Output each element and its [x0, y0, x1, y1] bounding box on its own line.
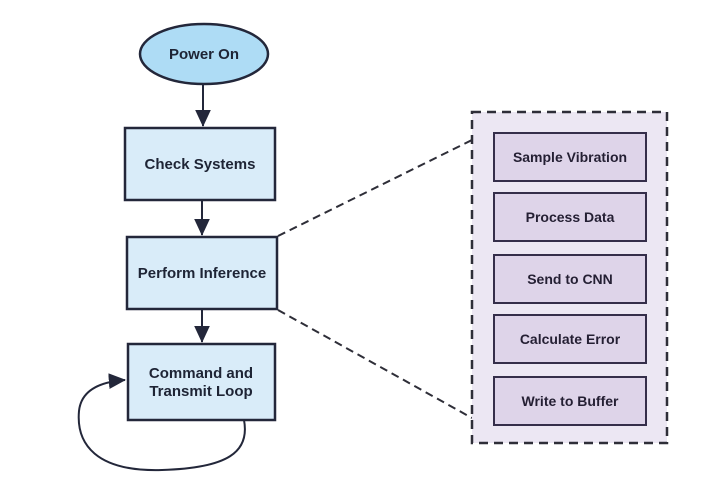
command-transmit-loop-rect: [126, 342, 277, 422]
node-power-on: Power On: [138, 22, 270, 86]
power-on-ellipse: [138, 22, 270, 86]
node-perform-inference: Perform Inference: [125, 235, 279, 311]
detail-item-rect: [493, 192, 647, 242]
node-check-systems: Check Systems: [123, 126, 277, 202]
detail-item-label: Calculate Error: [520, 331, 621, 347]
detail-item-send-to-cnn: Send to CNN: [493, 254, 647, 304]
detail-item-sample-vibration: Sample Vibration: [493, 132, 647, 182]
node-label-line1: Command and: [149, 365, 253, 382]
node-label: Power On: [169, 46, 239, 63]
detail-item-label: Write to Buffer: [522, 393, 620, 409]
detail-item-rect: [493, 254, 647, 304]
expansion-line-top: [277, 139, 473, 237]
self-loop-arrow: [77, 373, 246, 472]
node-label-line2: Transmit Loop: [149, 383, 252, 400]
node-command-transmit-loop: Command and Transmit Loop: [126, 342, 277, 422]
detail-item-process-data: Process Data: [493, 192, 647, 242]
node-label: Check Systems: [145, 156, 256, 173]
detail-item-label: Sample Vibration: [513, 149, 627, 165]
perform-inference-rect: [125, 235, 279, 311]
expansion-line-bottom: [277, 309, 473, 419]
detail-item-write-to-buffer: Write to Buffer: [493, 376, 647, 426]
detail-item-rect: [493, 132, 647, 182]
check-systems-rect: [123, 126, 277, 202]
detail-item-rect: [493, 376, 647, 426]
detail-item-rect: [493, 314, 647, 364]
detail-item-label: Process Data: [526, 209, 615, 225]
node-label: Perform Inference: [138, 265, 266, 282]
detail-item-calculate-error: Calculate Error: [493, 314, 647, 364]
detail-item-label: Send to CNN: [527, 271, 613, 287]
